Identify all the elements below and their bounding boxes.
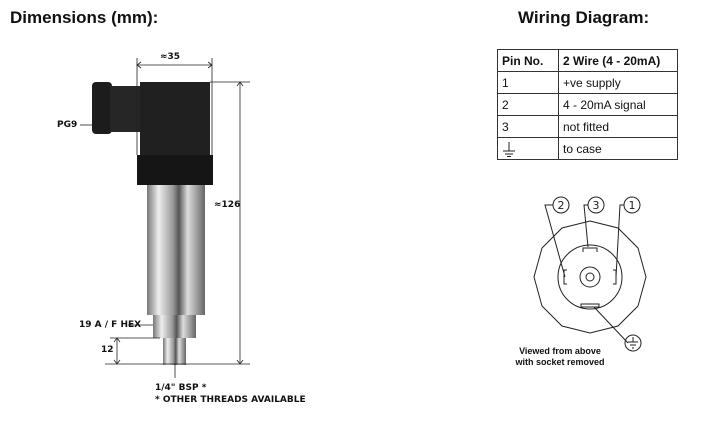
pin-1 [613, 269, 617, 285]
thread-note: * OTHER THREADS AVAILABLE [155, 395, 306, 405]
header-pin: Pin No. [497, 49, 559, 72]
height-dimension-label: ≈126 [214, 200, 241, 210]
pin-label-2: 2 [558, 199, 565, 212]
pin-label-1: 1 [629, 199, 636, 212]
connector-pin-diagram [533, 196, 647, 352]
pin-cell: 1 [497, 71, 559, 94]
pin-cell: 2 [497, 93, 559, 116]
pin-label-3: 3 [593, 199, 600, 212]
function-cell: not fitted [558, 115, 678, 138]
ground-icon [628, 337, 638, 349]
ground-icon [503, 141, 515, 157]
pin-cell: 3 [497, 115, 559, 138]
table-row: 1 +ve supply [497, 71, 678, 94]
housing-outline [533, 220, 647, 334]
table-row: 3 not fitted [497, 115, 678, 138]
thread-length-label: 12 [101, 345, 114, 355]
diagram-note-line2: with socket removed [515, 357, 605, 367]
pin-ground [580, 303, 600, 308]
function-cell: to case [558, 137, 678, 160]
wiring-table: Pin No. 2 Wire (4 - 20mA) 1 +ve supply 2… [497, 49, 678, 160]
function-cell: 4 - 20mA signal [558, 93, 678, 116]
thread-label: 1/4" BSP * [155, 383, 207, 393]
transmitter-image [92, 82, 213, 365]
dimensions-title: Dimensions (mm): [10, 8, 159, 27]
wiring-title: Wiring Diagram: [518, 8, 650, 27]
table-header-row: Pin No. 2 Wire (4 - 20mA) [497, 49, 678, 72]
pin-2 [563, 269, 567, 285]
table-row: 2 4 - 20mA signal [497, 93, 678, 116]
pin-cell [497, 137, 559, 160]
dimension-lines [80, 58, 250, 378]
pin-3 [582, 247, 598, 252]
function-cell: +ve supply [558, 71, 678, 94]
table-row: to case [497, 137, 678, 160]
pg9-label: PG9 [57, 120, 78, 130]
hex-label: 19 A / F HEX [79, 320, 142, 330]
width-dimension-label: ≈35 [160, 52, 181, 62]
header-function: 2 Wire (4 - 20mA) [558, 49, 678, 72]
diagram-note-line1: Viewed from above [519, 346, 601, 356]
